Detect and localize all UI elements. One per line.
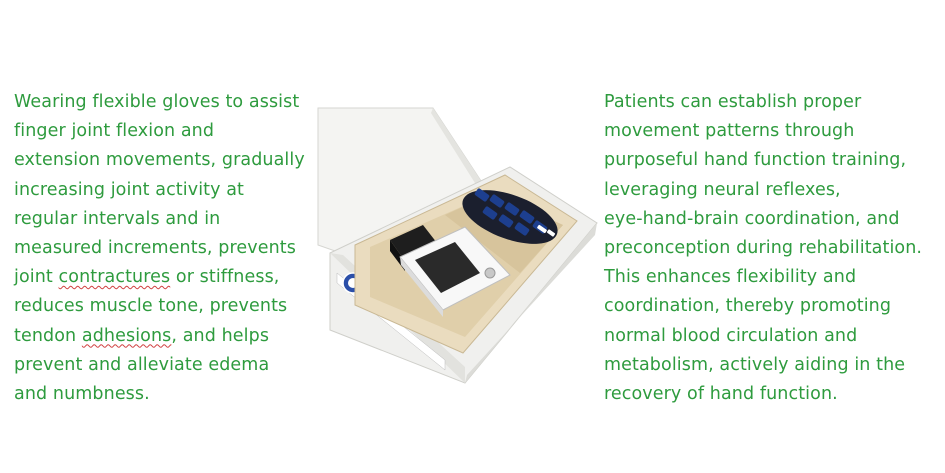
right-line: recovery of hand function.	[604, 384, 838, 405]
left-line: finger joint flexion and	[14, 121, 215, 142]
left-line: prevent and alleviate edema	[14, 354, 270, 375]
right-line: normal blood circulation and	[604, 325, 858, 346]
text-run: , and helps	[171, 325, 270, 346]
product-photo	[315, 105, 600, 385]
right-line: movement patterns through	[604, 121, 855, 142]
rehab-glove-kit-image	[317, 107, 598, 384]
spellcheck-word: contractures	[58, 267, 171, 288]
left-line: measured increments, prevents	[14, 238, 296, 259]
right-line: eye-hand-brain coordination, and	[604, 208, 900, 229]
text-run: tendon	[14, 325, 82, 346]
left-line: reduces muscle tone, prevents	[14, 296, 288, 317]
right-description: Patients can establish proper movement p…	[604, 88, 944, 409]
left-line: tendon adhesions, and helps	[14, 322, 314, 351]
text-run: or stiffness,	[170, 267, 280, 288]
right-line: preconception during rehabilitation.	[604, 238, 923, 259]
left-description: Wearing flexible gloves to assist finger…	[14, 88, 314, 409]
left-line: Wearing flexible gloves to assist	[14, 92, 300, 112]
right-line: metabolism, actively aiding in the	[604, 354, 906, 375]
left-line: joint contractures or stiffness,	[14, 263, 314, 292]
right-line: purposeful hand function training,	[604, 150, 907, 171]
text-run: joint	[14, 267, 59, 288]
right-line: leveraging neural reflexes,	[604, 179, 841, 200]
left-line: extension movements, gradually	[14, 150, 305, 171]
left-line: regular intervals and in	[14, 208, 221, 229]
spellcheck-word: adhesions	[81, 325, 172, 346]
right-line: Patients can establish proper	[604, 92, 862, 112]
left-line: and numbness.	[14, 384, 150, 405]
right-line: This enhances flexibility and	[604, 267, 857, 288]
glove-segments	[462, 188, 558, 244]
right-line: coordination, thereby promoting	[604, 296, 892, 317]
control-device	[399, 226, 511, 317]
left-line: increasing joint activity at	[14, 179, 245, 200]
